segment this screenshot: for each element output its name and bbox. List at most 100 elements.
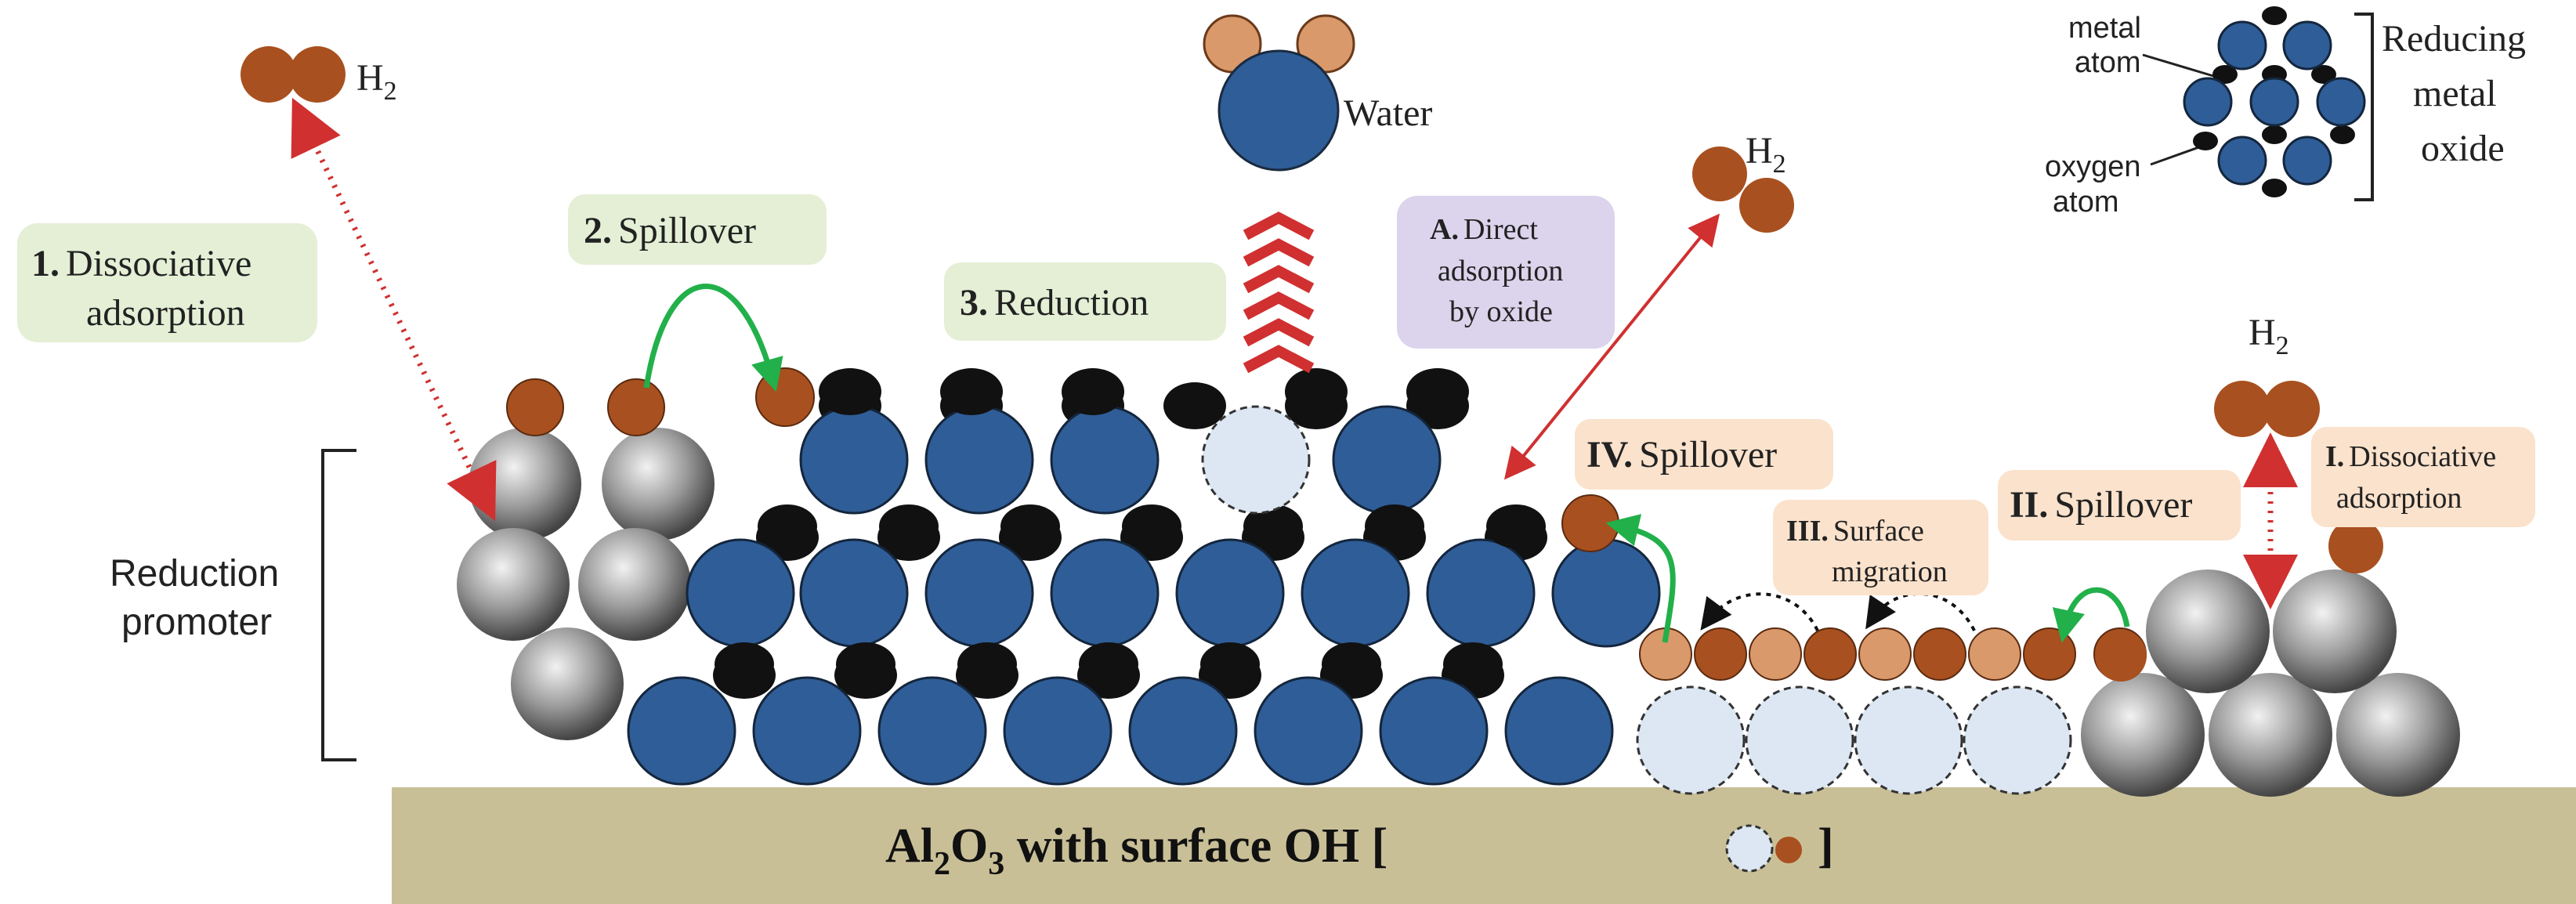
metal-atom [686, 538, 795, 648]
spillover-arrow-ii [2052, 587, 2130, 643]
metal-atom [1050, 405, 1160, 515]
legend-oxygen-atom [2262, 6, 2287, 25]
h2-atom [289, 46, 346, 103]
oxygen-atom [715, 642, 774, 686]
h2-atom [1692, 146, 1747, 201]
oxygen-atom [1200, 642, 1260, 686]
metal-atom [877, 676, 987, 786]
surface-migration-arrows [1700, 592, 1976, 631]
metal-atom [1332, 405, 1442, 515]
h2-left-label: H2 [356, 57, 397, 106]
reduction-promoter-line1: Reduction [110, 553, 279, 595]
oxygen-atom [879, 504, 939, 548]
step-i-dissociative-adsorption: I.Dissociative adsorption [2311, 427, 2535, 527]
h2-atom [241, 46, 297, 103]
step-i-line1: I.Dissociative [2325, 440, 2496, 473]
step-3-reduction: 3.Reduction [944, 262, 1226, 341]
right-metal-promoter [2081, 570, 2460, 797]
step-2-spillover: 2.Spillover [568, 194, 827, 265]
metal-atom [799, 405, 909, 515]
promoter-atom [602, 428, 715, 541]
oxygen-atom [836, 642, 895, 686]
oxygen-atom [1122, 504, 1181, 548]
legend-oxygen-atom [2212, 65, 2238, 84]
step-a-box [1397, 196, 1615, 349]
step-iv-label: IV.Spillover [1586, 434, 1777, 476]
metal-atom [752, 676, 862, 786]
support-atom [1745, 685, 1854, 795]
adsorbed-hydrogen [506, 378, 564, 436]
reducing-metal-oxide-lattice [627, 368, 1661, 786]
legend-title-line1: Reducing [2382, 18, 2526, 60]
promoter-atom [2273, 570, 2397, 693]
h2-right-molecule: H2 [2214, 312, 2320, 437]
direct-adsorption-arrow [1503, 213, 1720, 480]
reduction-promoter-line2: promoter [121, 602, 272, 643]
substrate-label-close: ] [1818, 819, 1834, 873]
step-1-line1: 1.Dissociative [31, 243, 251, 284]
oxygen-atom [957, 642, 1017, 686]
promoter-atom [2209, 673, 2332, 797]
step-a-line1: A.Direct [1430, 213, 1538, 246]
oh-hydrogen-dark [1913, 627, 1966, 681]
oxygen-atom [1322, 642, 1381, 686]
h2-atom [2263, 381, 2320, 437]
oxygen-atom [1079, 642, 1138, 686]
legend-oxygen-pointer [2150, 143, 2206, 166]
step-2-label: 2.Spillover [584, 210, 756, 251]
legend-metal-atom [2183, 77, 2233, 127]
surface-hydroxyl-chain [1639, 627, 2147, 681]
step-i-box [2311, 427, 2535, 527]
oxygen-atom [1000, 504, 1060, 548]
alumina-substrate: Al2O3 with surface OH [ ] [392, 787, 2576, 904]
migration-arc-arrow [1865, 592, 1976, 631]
oh-hydrogen-light [1749, 627, 1802, 681]
metal-atom [1301, 538, 1410, 648]
metal-atom [1050, 538, 1160, 648]
oxygen-atom [1285, 368, 1348, 415]
oh-hydrogen-dark [1694, 627, 1747, 681]
legend-oxygen-atom-line2: atom [2053, 186, 2118, 219]
metal-atom [924, 538, 1034, 648]
alumina-support-atoms [1636, 685, 2072, 795]
step-iii-surface-migration: III.Surface migration [1773, 500, 1988, 595]
oh-hydrogen-dark [1804, 627, 1857, 681]
water-molecule: Water [1203, 14, 1432, 172]
h2-right-label: H2 [2249, 312, 2289, 360]
oxygen-atom [1243, 504, 1303, 548]
step-1-box [17, 223, 317, 342]
step-a-line2: adsorption [1438, 255, 1563, 287]
legend-title-line2: metal [2413, 73, 2497, 114]
metal-atom [799, 538, 909, 648]
step-2-box [568, 194, 827, 265]
water-oxygen [1217, 49, 1340, 172]
legend-metal-atom [2217, 136, 2267, 186]
right-adsorbed-hydrogen [2095, 630, 2147, 682]
surface-oh-hydrogen-icon [1775, 837, 1802, 863]
legend-metal-atom [2217, 20, 2267, 71]
step-iv-box [1575, 419, 1833, 490]
promoter-atom [511, 627, 624, 740]
legend-title-line3: oxide [2421, 128, 2505, 169]
metal-oxide-legend: metal atom oxygen atom Reducing metal ox… [2045, 6, 2526, 219]
reduction-chevrons [1243, 212, 1315, 374]
legend-oxygen-atom [2262, 125, 2287, 144]
legend-metal-atom [2249, 77, 2299, 127]
step-ii-spillover: II.Spillover [1998, 470, 2241, 541]
step-a-line3: by oxide [1449, 295, 1553, 328]
metal-atom [627, 676, 736, 786]
legend-bracket [2354, 13, 2374, 201]
promoter-atom [2336, 673, 2460, 797]
oxygen-atom [1486, 504, 1546, 548]
support-atom [1963, 685, 2072, 795]
oxygen-atom [1365, 504, 1424, 548]
oxygen-atom [1062, 368, 1124, 415]
legend-metal-atom [2316, 77, 2366, 127]
step-iii-line1: III.Surface [1786, 515, 1924, 548]
legend-metal-atom [2282, 20, 2332, 71]
right-dissociated-hydrogen [2328, 519, 2383, 573]
step-a-direct-adsorption: A.Direct adsorption by oxide [1397, 196, 1615, 349]
oh-hydrogen-light [1968, 627, 2021, 681]
legend-metal-atom-line2: atom [2075, 46, 2140, 79]
legend-metal-atom-line1: metal [2068, 12, 2141, 45]
